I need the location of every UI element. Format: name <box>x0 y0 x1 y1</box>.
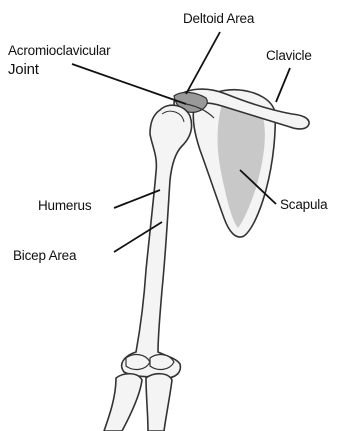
forearm-bones <box>104 374 172 431</box>
deltoid-leader <box>186 32 220 94</box>
humerus-label: Humerus <box>38 199 91 213</box>
clavicle-label: Clavicle <box>266 49 312 63</box>
scapula-label: Scapula <box>280 198 327 212</box>
joint-label: Joint <box>8 62 39 77</box>
bicep-area-label: Bicep Area <box>13 249 76 263</box>
acromio-leader <box>72 64 186 104</box>
clavicle-leader <box>276 68 290 102</box>
acromioclavicular-label: Acromioclavicular <box>8 44 110 58</box>
deltoid-area-label: Deltoid Area <box>183 12 254 26</box>
